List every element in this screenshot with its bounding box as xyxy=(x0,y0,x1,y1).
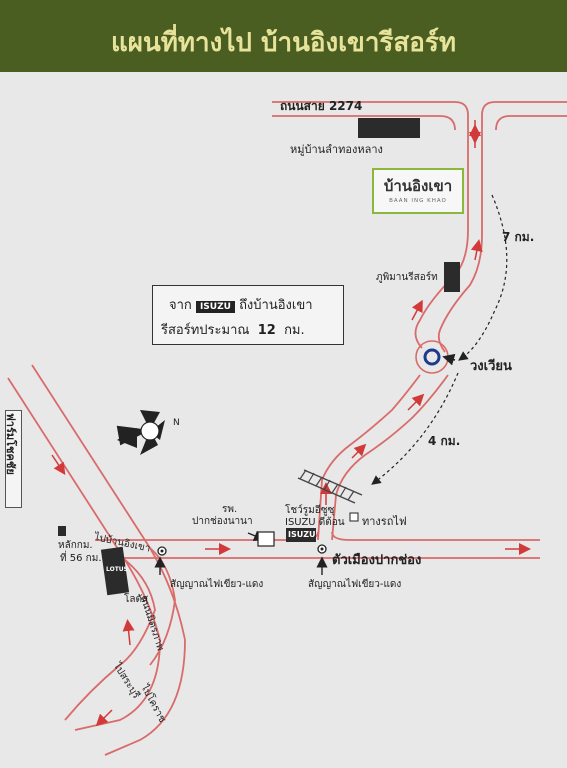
info-box: จาก ISUZU ถึงบ้านอิงเขา รีสอร์ทประมาณ 12… xyxy=(152,285,344,345)
isuzu-showroom xyxy=(286,528,316,542)
roundabout-label: วงเวียน xyxy=(470,359,512,374)
signal-left-label: สัญญาณไฟเขียว-แดง xyxy=(170,579,264,590)
page-title: แผนที่ทางไป บ้านอิงเขารีสอร์ท xyxy=(111,28,456,58)
road-2274-label: ถนนสาย 2274 xyxy=(280,99,363,113)
town-label: ตัวเมืองปากช่อง xyxy=(332,553,422,568)
isuzu-badge: ISUZU xyxy=(195,301,235,313)
distance-4km-label: 4 กม. xyxy=(428,434,461,448)
arrow-roundabout xyxy=(442,353,456,366)
village-building xyxy=(358,118,420,138)
direction-arrows xyxy=(51,120,531,727)
phumiman-label: ภูพิมานรีสอร์ท xyxy=(376,272,438,283)
info-from-text: จาก xyxy=(169,298,192,313)
road-2274 xyxy=(272,101,567,131)
hospital-label-line2: ปากช่องนานา xyxy=(192,516,253,527)
road-to-resort xyxy=(317,115,483,541)
distance-7km-label: 7 กม. xyxy=(502,230,535,244)
hospital-label-line1: รพ. xyxy=(222,504,238,515)
resort-logo-text: บ้านอิงเขา xyxy=(383,177,453,195)
km56-marker xyxy=(58,526,66,536)
info-distance-value: 12 xyxy=(257,323,276,338)
hospital-marker xyxy=(257,531,275,547)
roundabout xyxy=(415,340,449,374)
km56-label-line2: ที่ 56 กม. xyxy=(60,553,102,564)
info-line-2: รีสอร์ทประมาณ 12 กม. xyxy=(161,319,305,340)
farm-chokchai-label: ฟาร์มโชคชัย xyxy=(4,413,17,475)
phumiman-building xyxy=(444,262,460,292)
compass-north-label: N xyxy=(173,418,180,428)
resort-logo: บ้านอิงเขา BAAN ING KHAO xyxy=(372,168,464,214)
showroom-label-line2: ISUZU ดีต้อน xyxy=(285,517,345,528)
traffic-signal-markers xyxy=(157,544,327,556)
compass-rose xyxy=(116,410,165,455)
lotus-brand-text: LOTUS xyxy=(106,566,128,573)
info-approx-text: รีสอร์ทประมาณ xyxy=(161,323,250,338)
showroom-label-line1: โชว์รูมอีซูซุ xyxy=(285,505,335,516)
map-canvas xyxy=(7,101,567,756)
header-bar: แผนที่ทางไป บ้านอิงเขารีสอร์ท xyxy=(0,0,567,72)
km56-label-line1: หลักกม. xyxy=(58,540,93,551)
info-unit-text: กม. xyxy=(284,323,305,338)
isuzu-showroom-text: ISUZU xyxy=(288,530,316,539)
railway-station-icon xyxy=(349,512,359,522)
railway-label: ทางรถไฟ xyxy=(362,515,407,528)
signal-right-label: สัญญาณไฟเขียว-แดง xyxy=(308,579,402,590)
railway-track xyxy=(297,469,363,504)
resort-logo-subtext: BAAN ING KHAO xyxy=(389,198,447,204)
village-label: หมู่บ้านลำทองหลาง xyxy=(290,143,383,156)
info-line-1: จาก ISUZU ถึงบ้านอิงเขา xyxy=(169,294,313,315)
distance-indicators xyxy=(371,194,508,485)
farm-chokchai-sign: ฟาร์มโชคชัย xyxy=(4,410,22,508)
info-to-text: ถึงบ้านอิงเขา xyxy=(239,298,313,313)
lotus-label: โลตัส xyxy=(124,594,149,605)
